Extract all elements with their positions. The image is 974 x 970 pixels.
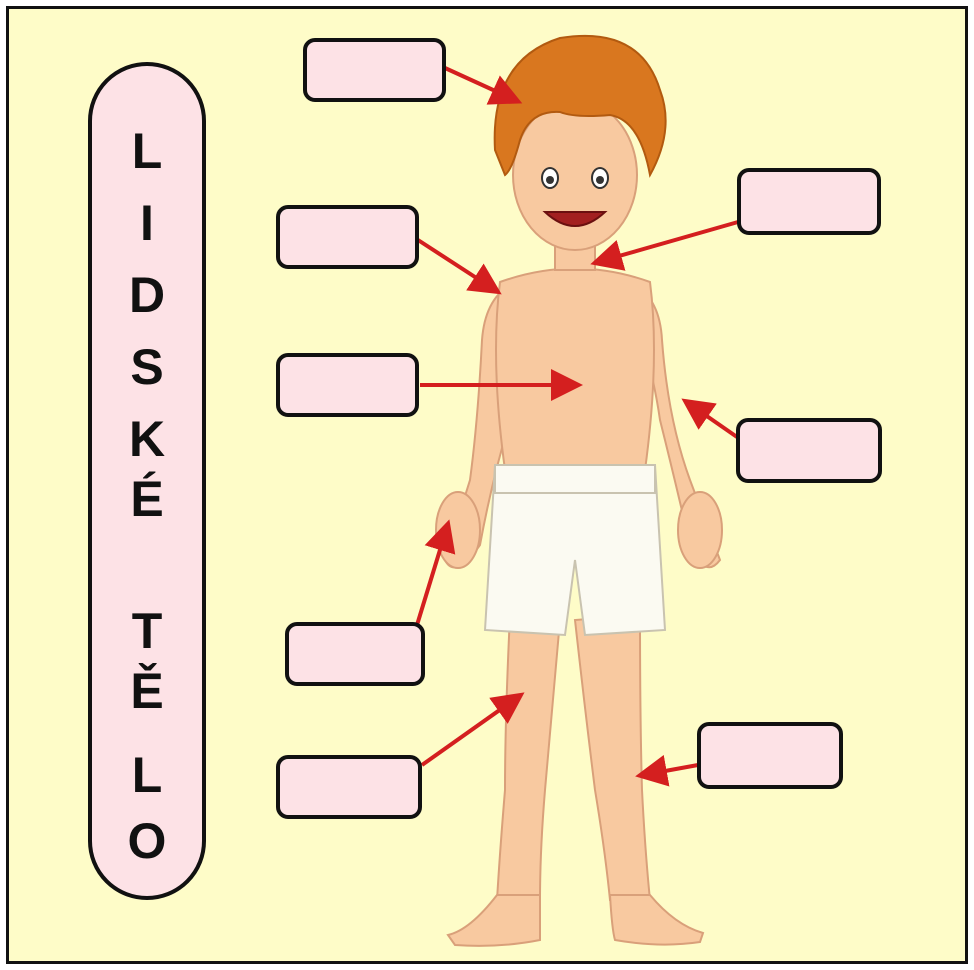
title-letter: I [92, 198, 202, 248]
label-box-chest[interactable] [276, 353, 419, 417]
arrow-shoulder [418, 240, 495, 290]
label-box-neck[interactable] [737, 168, 881, 235]
label-box-hair[interactable] [303, 38, 446, 102]
label-box-elbow[interactable] [736, 418, 882, 483]
arrow-hand [417, 527, 447, 625]
arrow-knee [422, 697, 518, 765]
title-letter: É [92, 474, 202, 524]
title-letter: S [92, 342, 202, 392]
label-box-hand[interactable] [285, 622, 425, 686]
title-letter: Ě [92, 666, 202, 716]
torso [496, 269, 654, 471]
label-box-knee[interactable] [276, 755, 422, 819]
title-letter: O [92, 816, 202, 866]
arrow-elbow [688, 403, 737, 437]
title-letter: T [92, 606, 202, 656]
title-letter: L [92, 126, 202, 176]
title-letter: D [92, 270, 202, 320]
arrow-leg [643, 765, 698, 775]
shorts-waistband [495, 465, 655, 493]
title-letter: K [92, 414, 202, 464]
legs [448, 615, 703, 946]
title-letter: L [92, 750, 202, 800]
label-box-shoulder[interactable] [276, 205, 419, 269]
title-pill: L I D S K É T Ě L O [88, 62, 206, 900]
face [513, 100, 637, 250]
label-box-leg[interactable] [697, 722, 843, 789]
